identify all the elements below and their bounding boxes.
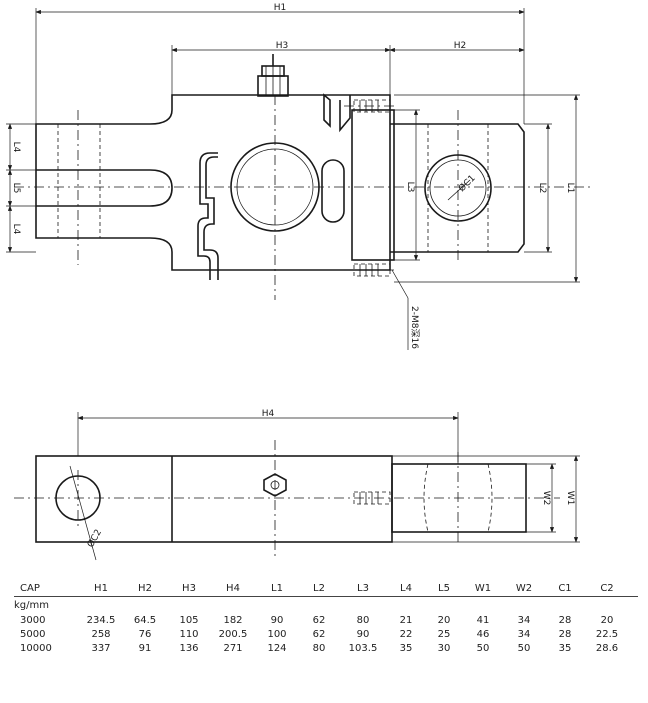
thread-callout: 2-M8深16 (409, 306, 420, 349)
table-header-cell: L1 (271, 582, 283, 594)
dim-l2: L2 (537, 183, 547, 194)
side-eye-plate (391, 463, 527, 533)
table-cell: 21 (399, 614, 413, 626)
table-cell: 234.5 (86, 614, 116, 626)
table-header-cell: L4 (400, 582, 412, 594)
dim-h3: H3 (276, 41, 289, 51)
table-header-cell: C1 (558, 582, 572, 594)
dim-h2: H2 (454, 41, 467, 51)
table-cell: 50 (476, 642, 490, 654)
table-cell: 46 (476, 628, 490, 640)
right-block (351, 109, 395, 261)
table-cell: 10000 (20, 642, 52, 654)
table-cell: 22.5 (595, 628, 619, 640)
table-cell: 110 (179, 628, 199, 640)
dim-c1: ØC1 (456, 173, 477, 194)
table-row: 10000 337 91 136 271 124 80 103.5 35 30 50 50 35 28.6 (14, 641, 638, 655)
table-cell: 28 (558, 614, 572, 626)
table-cell: 34 (517, 614, 531, 626)
table-unit-row: kg/mm (14, 597, 638, 613)
table-cell: 22 (399, 628, 413, 640)
dim-w2: W2 (541, 491, 551, 506)
table-cell: 91 (138, 642, 152, 654)
technical-drawing: H1 H3 H2 L4 L5 L4 L3 L2 L1 ØC1 (6, 3, 590, 561)
dim-l1: L1 (565, 183, 575, 194)
table-cell: 25 (437, 628, 451, 640)
table-cell: 124 (267, 642, 287, 654)
table-cell: 62 (312, 614, 326, 626)
table-row: 5000 258 76 110 200.5 100 62 90 22 25 46 34 28 22.5 (14, 627, 638, 641)
unit-label: kg/mm (14, 599, 49, 611)
table-cell: 62 (312, 628, 326, 640)
table-cell: 41 (476, 614, 490, 626)
table-cell: 20 (600, 614, 614, 626)
table-cell: 80 (312, 642, 326, 654)
table-cell: 34 (517, 628, 531, 640)
table-row: 3000 234.5 64.5 105 182 90 62 80 21 20 41 34 28 20 (14, 613, 638, 627)
table-cell: 76 (138, 628, 152, 640)
table-cell: 90 (356, 628, 370, 640)
table-cell: 100 (267, 628, 287, 640)
hex-nut (263, 473, 287, 497)
dim-l4-bottom: L4 (11, 224, 21, 235)
table-header-cell: C2 (600, 582, 614, 594)
side-view: H4 W2 W1 ØC2 (14, 409, 580, 561)
table-header-cell: L3 (357, 582, 369, 594)
left-fork-outline (35, 94, 391, 271)
table-cell: 28 (558, 628, 572, 640)
table-header-cell: H3 (182, 582, 196, 594)
table-cell: 337 (91, 642, 111, 654)
table-cell: 20 (437, 614, 451, 626)
table-cell: 200.5 (218, 628, 248, 640)
table-header-cell: L2 (313, 582, 325, 594)
table-header-cell: H2 (138, 582, 152, 594)
dim-h4: H4 (262, 409, 275, 419)
top-view: H1 H3 H2 L4 L5 L4 L3 L2 L1 ØC1 (6, 3, 590, 350)
table-cell: 103.5 (348, 642, 378, 654)
table-cell: 80 (356, 614, 370, 626)
table-cell: 105 (179, 614, 199, 626)
table-header-row: CAP H1 H2 H3 H4 L1 L2 L3 L4 L5 W1 W2 C1 C2 (14, 580, 638, 597)
table-cell: 136 (179, 642, 199, 654)
table-cell: 28.6 (595, 642, 619, 654)
thread-holes (344, 99, 398, 277)
side-body (35, 455, 393, 543)
table-header-cell: L5 (438, 582, 450, 594)
table-cell: 64.5 (133, 614, 157, 626)
dim-w1: W1 (565, 491, 575, 506)
cable-gland (257, 54, 289, 97)
table-cell: 35 (399, 642, 413, 654)
table-cell: 258 (91, 628, 111, 640)
body-groove (203, 156, 219, 280)
right-eye-plate (390, 123, 525, 253)
table-header-cell: H1 (94, 582, 108, 594)
table-header-cell: W2 (515, 582, 533, 594)
table-header-cell: CAP (20, 582, 40, 594)
spec-table: CAP H1 H2 H3 H4 L1 L2 L3 L4 L5 W1 W2 C1 C2 kg/mm 3000… (14, 580, 638, 655)
table-cell: 271 (223, 642, 243, 654)
table-cell: 3000 (20, 614, 46, 626)
dim-l4-top: L4 (11, 142, 21, 153)
dim-h1: H1 (274, 3, 287, 13)
dim-l3: L3 (405, 182, 415, 193)
table-cell: 182 (223, 614, 243, 626)
table-cell: 5000 (20, 628, 46, 640)
table-cell: 90 (270, 614, 284, 626)
table-header-cell: H4 (226, 582, 240, 594)
fork-slot (36, 169, 173, 207)
table-header-cell: W1 (474, 582, 492, 594)
table-cell: 50 (517, 642, 531, 654)
table-cell: 30 (437, 642, 451, 654)
dim-l5: L5 (11, 183, 21, 194)
table-cell: 35 (558, 642, 572, 654)
